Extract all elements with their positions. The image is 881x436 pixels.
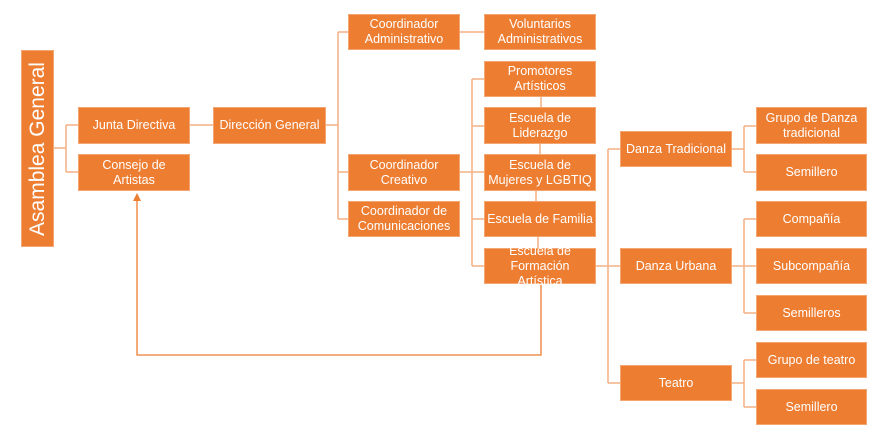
connector-danza-tradicional	[732, 125, 756, 173]
node-semilleros-urbana: Semilleros	[756, 295, 867, 331]
node-consejo-artistas: Consejo de Artistas	[78, 154, 190, 191]
node-escuela-formacion: Escuela de Formación Artística	[484, 244, 596, 288]
node-teatro: Teatro	[620, 365, 732, 401]
node-subcompania: Subcompañía	[756, 248, 867, 284]
node-danza-tradicional: Danza Tradicional	[620, 131, 732, 167]
connector-formacion	[596, 148, 620, 384]
node-coordinador-comunicaciones: Coordinador de Comunicaciones	[348, 201, 460, 237]
node-escuela-mujeres: Escuela de Mujeres y LGBTIQ	[484, 154, 596, 191]
arrowhead-icon	[133, 193, 141, 201]
node-escuela-liderazgo: Escuela de Liderazgo	[484, 107, 596, 144]
node-semillero-teatro: Semillero	[756, 389, 867, 425]
node-escuela-familia: Escuela de Familia	[484, 201, 596, 237]
node-coordinador-administrativo: Coordinador Administrativo	[348, 14, 460, 50]
node-danza-urbana: Danza Urbana	[620, 248, 732, 284]
node-voluntarios: Voluntarios Administrativos	[484, 14, 596, 50]
connector-creativo	[460, 78, 484, 267]
connector-asamblea	[54, 124, 78, 173]
node-direccion-general: Dirección General	[213, 107, 326, 144]
connector-teatro	[732, 359, 756, 408]
node-grupo-danza-tradicional: Grupo de Danza tradicional	[756, 107, 867, 144]
node-grupo-teatro: Grupo de teatro	[756, 342, 867, 378]
node-semillero-danza: Semillero	[756, 154, 867, 191]
connector-schools	[535, 97, 542, 248]
node-asamblea-general: Asamblea General	[21, 50, 54, 247]
connector-direccion	[326, 31, 348, 220]
connector-danza-urbana	[732, 218, 756, 314]
node-compania: Compañía	[756, 201, 867, 237]
feedback-arrow	[136, 200, 542, 356]
node-label: Asamblea General	[25, 61, 49, 236]
node-junta-directiva: Junta Directiva	[78, 107, 190, 144]
node-promotores: Promotores Artísticos	[484, 61, 596, 97]
node-coordinador-creativo: Coordinador Creativo	[348, 154, 460, 191]
